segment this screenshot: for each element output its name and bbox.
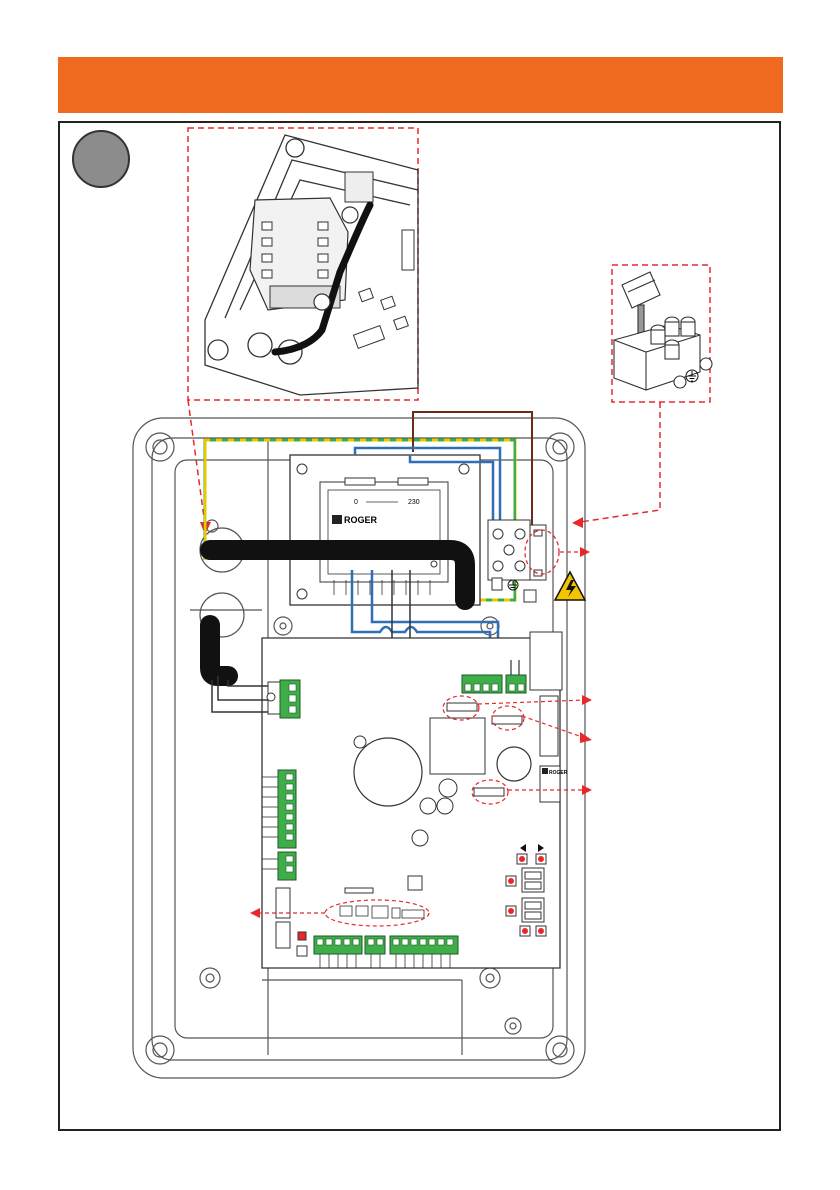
- terminal-leader-line: [580, 402, 660, 522]
- board-brand-logo: ROGER: [549, 770, 568, 776]
- high-voltage-warning-icon: [555, 572, 585, 600]
- arrow-right-icon: [582, 785, 592, 795]
- control-board: ROGER: [250, 632, 592, 968]
- transformer-brand-logo: ROGER: [344, 515, 378, 525]
- arrow-right-icon: [582, 695, 592, 705]
- arrow-right-icon: [580, 732, 592, 743]
- transformer-tap-zero: 0: [354, 499, 358, 506]
- mains-terminal-block: [488, 520, 546, 602]
- callout-leader-line: [188, 400, 205, 525]
- terminal-block-detail-callout: [612, 265, 712, 402]
- earth-ground-icon: [508, 580, 518, 590]
- transformer-tap-230: 230: [408, 499, 420, 506]
- arrow-left-icon: [250, 908, 260, 918]
- transformer: 0 230 ROGER: [290, 455, 480, 605]
- enclosure-detail-callout: [188, 128, 418, 400]
